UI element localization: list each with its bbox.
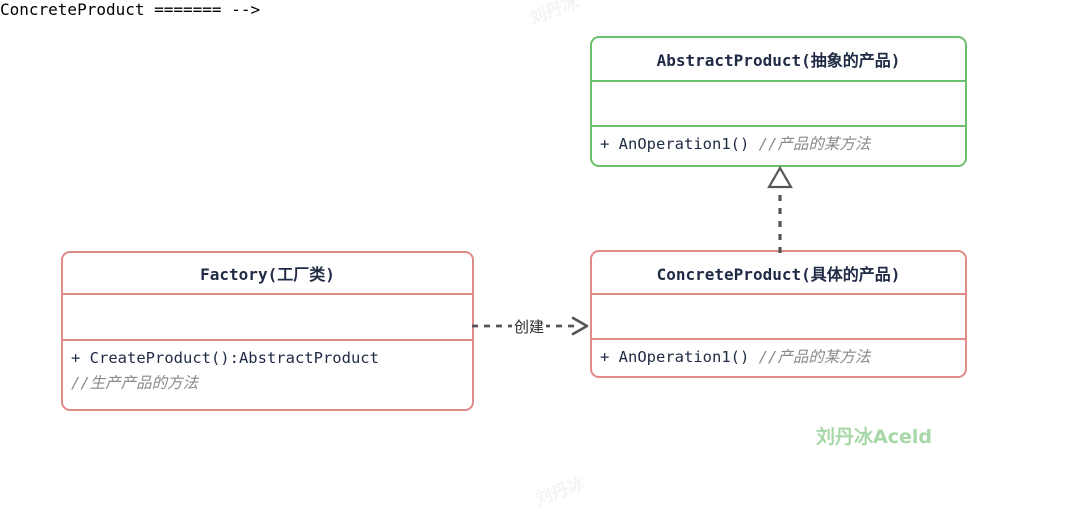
method-comment: //产品的某方法: [758, 135, 871, 153]
method-signature: + CreateProduct():AbstractProduct: [71, 349, 379, 367]
class-title-abstract-product: AbstractProduct(抽象的产品): [656, 51, 901, 70]
method-comment: //生产产品的方法: [71, 374, 199, 392]
class-title-factory: Factory(工厂类): [200, 265, 335, 284]
class-title-concrete-product: ConcreteProduct(具体的产品): [656, 264, 901, 284]
connector-realize-concrete-to-abstract: [767, 165, 793, 253]
method-signature: + AnOperation1(): [600, 348, 750, 366]
class-attributes-abstract-product: [592, 80, 965, 125]
method-comment: //产品的某方法: [758, 348, 871, 366]
class-methods-concrete-product: + AnOperation1() //产品的某方法: [592, 338, 965, 376]
watermark-faint-bottom: 刘丹冰: [532, 473, 588, 510]
open-arrow-icon: [571, 316, 589, 336]
class-methods-abstract-product: + AnOperation1() //产品的某方法: [592, 125, 965, 165]
watermark-faint-top: 刘丹冰: [526, 0, 582, 29]
class-attributes-factory: [63, 293, 472, 339]
class-box-factory[interactable]: Factory(工厂类) + CreateProduct():AbstractP…: [61, 251, 474, 411]
class-box-concrete-product[interactable]: ConcreteProduct(具体的产品) + AnOperation1() …: [590, 250, 967, 378]
watermark-author: 刘丹冰Aceld: [816, 426, 932, 448]
class-box-abstract-product[interactable]: AbstractProduct(抽象的产品) + AnOperation1() …: [590, 36, 967, 167]
method-signature: + AnOperation1(): [600, 135, 750, 153]
class-methods-factory: + CreateProduct():AbstractProduct //生产产品…: [63, 339, 472, 409]
edge-label-create: 创建: [512, 316, 547, 337]
class-attributes-concrete-product: [592, 293, 965, 338]
hollow-triangle-icon: [767, 165, 793, 189]
